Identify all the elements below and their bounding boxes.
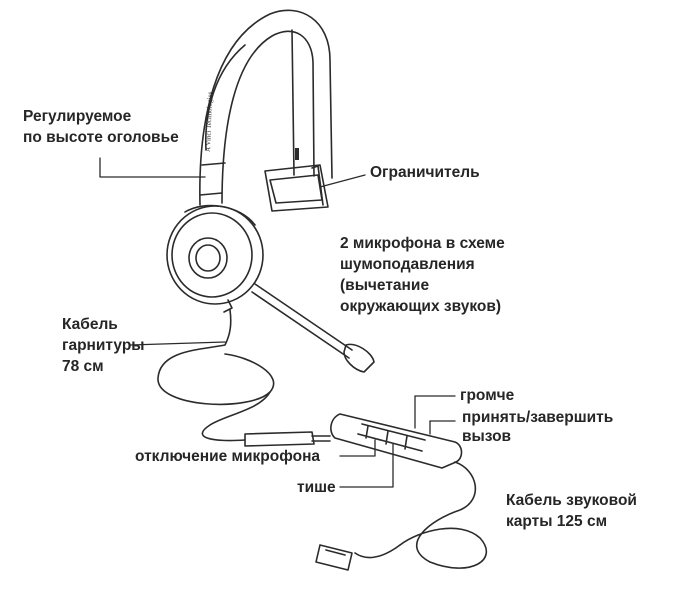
label-answer-end: принять/завершить вызов <box>462 409 614 445</box>
headset-cable <box>157 309 331 447</box>
svg-text:A Vinci Technologies: A Vinci Technologies <box>204 91 214 152</box>
label-soundcard-cable: Кабель звуковой карты 125 см <box>506 492 637 530</box>
leader-lines <box>99 157 456 488</box>
limiter-pad <box>264 164 329 212</box>
label-microphones: 2 микрофона в схеме шумоподавления (выче… <box>340 235 505 315</box>
soundcard-cable <box>315 461 487 571</box>
label-headset-cable: Кабель гарнитуры 78 см <box>62 316 145 375</box>
label-headband: Регулируемое по высоте оголовье <box>23 108 179 146</box>
label-mic-mute: отключение микрофона <box>135 448 321 465</box>
headband <box>199 9 333 206</box>
inline-control <box>330 413 463 469</box>
brand-logo: A Vinci Technologies <box>204 91 214 152</box>
earcup <box>166 204 264 313</box>
label-limiter: Ограничитель <box>370 164 480 181</box>
microphone-boom <box>251 283 375 373</box>
label-volume-up: громче <box>460 387 515 404</box>
label-volume-down: тише <box>297 479 336 496</box>
